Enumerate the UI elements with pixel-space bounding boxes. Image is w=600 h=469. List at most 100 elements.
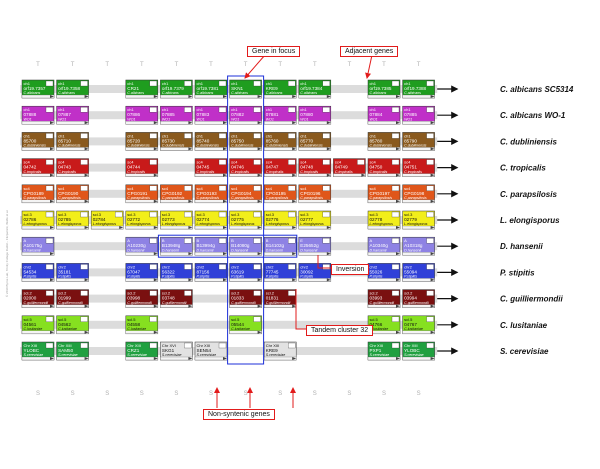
gene-species-label: L.elongisporus (24, 222, 48, 226)
gene-chr-label: B (231, 238, 234, 243)
gene-strand-strip (125, 94, 158, 99)
gene-id-label: 85730 (162, 138, 175, 143)
gene-chr-label: ch1 (404, 81, 411, 86)
gene-info-box (426, 342, 434, 349)
gene-id-label: orf19.7385 (370, 86, 392, 91)
gene-info-box (218, 80, 227, 87)
gene-strand-strip (402, 121, 435, 125)
gene-chr-label: sc4 (58, 160, 65, 165)
gene-strand-strip (402, 252, 435, 256)
gene-info-box (288, 133, 296, 139)
bottom-tick-label: S (105, 391, 109, 397)
gene-strand-strip (56, 173, 89, 177)
gene-info-box (322, 80, 330, 87)
gene-chr-label: scl.3 (370, 212, 379, 217)
gene-chr-label: sc4 (370, 186, 377, 191)
gene-id-label: KRE9 (266, 348, 278, 353)
gene-id-label: orf19.7381 (197, 86, 219, 91)
gene-id-label: 85700 (24, 138, 37, 143)
gene-strand-arrow (430, 173, 435, 177)
gene-strand-arrow (326, 121, 331, 125)
gene-strand-arrow (430, 278, 435, 282)
gene-species-label: C.albicans (197, 91, 214, 95)
gene-info-box (322, 238, 330, 244)
top-tick-label: T (417, 62, 421, 68)
gene-strand-arrow (430, 121, 435, 125)
gene-strand-arrow (84, 95, 89, 98)
gene-strand-arrow (257, 226, 262, 229)
gene-strand-arrow (292, 278, 297, 282)
gene-info-box (218, 159, 227, 165)
top-tick-label: T (140, 62, 144, 68)
gene-species-label: S.cerevisiae (404, 353, 424, 357)
bottom-tick-label: S (278, 391, 282, 397)
gene-species-label: L.elongisporus (300, 222, 324, 226)
gene-species-label: P.stipitis (127, 275, 140, 279)
gene-strand-strip (264, 199, 297, 203)
gene-strand-strip (264, 252, 297, 256)
gene-id-label: CPG0192 (162, 191, 183, 196)
gene-chr-label: ch1 (370, 81, 377, 86)
gene-id-label: 87156 (197, 269, 210, 274)
top-tick-label: T (244, 62, 248, 68)
gene-species-label: C.dubliniensis (404, 144, 427, 148)
gene-strand-strip (367, 225, 401, 230)
gene-strand-arrow (257, 252, 262, 256)
gene-strand-strip (194, 121, 228, 125)
gene-strand-arrow (153, 173, 158, 177)
gene-id-label: 30092 (300, 269, 313, 274)
gene-id-label: B13948g (162, 243, 181, 248)
gene-id-label: 02786 (24, 217, 37, 222)
bottom-tick-label: S (71, 391, 75, 397)
gene-strand-strip (402, 304, 435, 308)
gene-id-label: A10318g (404, 243, 423, 248)
genes-layer: ch1orf19.7357C.albicansch1orf19.7358C.al… (21, 79, 435, 361)
gene-chr-label: ch1 (127, 133, 134, 138)
gene-chr-label: ch1 (24, 81, 31, 86)
gene-info-box (322, 211, 330, 218)
gene-species-label: C.lusitaniae (24, 327, 43, 331)
gene-id-label: 04747 (266, 165, 279, 170)
gene-species-label: C.parapsilosis (231, 196, 254, 200)
gene-strand-arrow (188, 252, 193, 256)
gene-id-label: A10230g (127, 243, 146, 248)
gene-id-label: 04750 (370, 165, 383, 170)
gene-chr-label: A (404, 238, 407, 243)
gene-id-label: 85720 (127, 138, 140, 143)
gene-chr-label: chr2 (197, 264, 206, 269)
gene-info-box (288, 264, 296, 270)
gene-strand-arrow (396, 173, 400, 177)
gene-strand-arrow (430, 357, 435, 360)
gene-chr-label: sc4 (58, 186, 65, 191)
gene-strand-arrow (84, 121, 89, 125)
gene-strand-arrow (396, 199, 400, 203)
gene-species-label: C.albicans (266, 91, 283, 95)
gene-chr-label: ch1 (197, 107, 204, 112)
gene-id-label: 03998 (127, 296, 140, 301)
gene-strand-strip (402, 173, 435, 177)
gene-species-label: S.cerevisiae (58, 353, 78, 357)
gene-strand-arrow (326, 147, 331, 151)
gene-chr-label: ch1 (127, 81, 134, 86)
gene-strand-strip (402, 225, 435, 230)
species-label: C. albicans WO-1 (500, 111, 566, 120)
gene-strand-arrow (84, 278, 89, 282)
gene-chr-label: scl.5 (404, 317, 413, 322)
top-tick-label: T (105, 62, 109, 68)
gene-id-label: 02776 (266, 217, 279, 222)
